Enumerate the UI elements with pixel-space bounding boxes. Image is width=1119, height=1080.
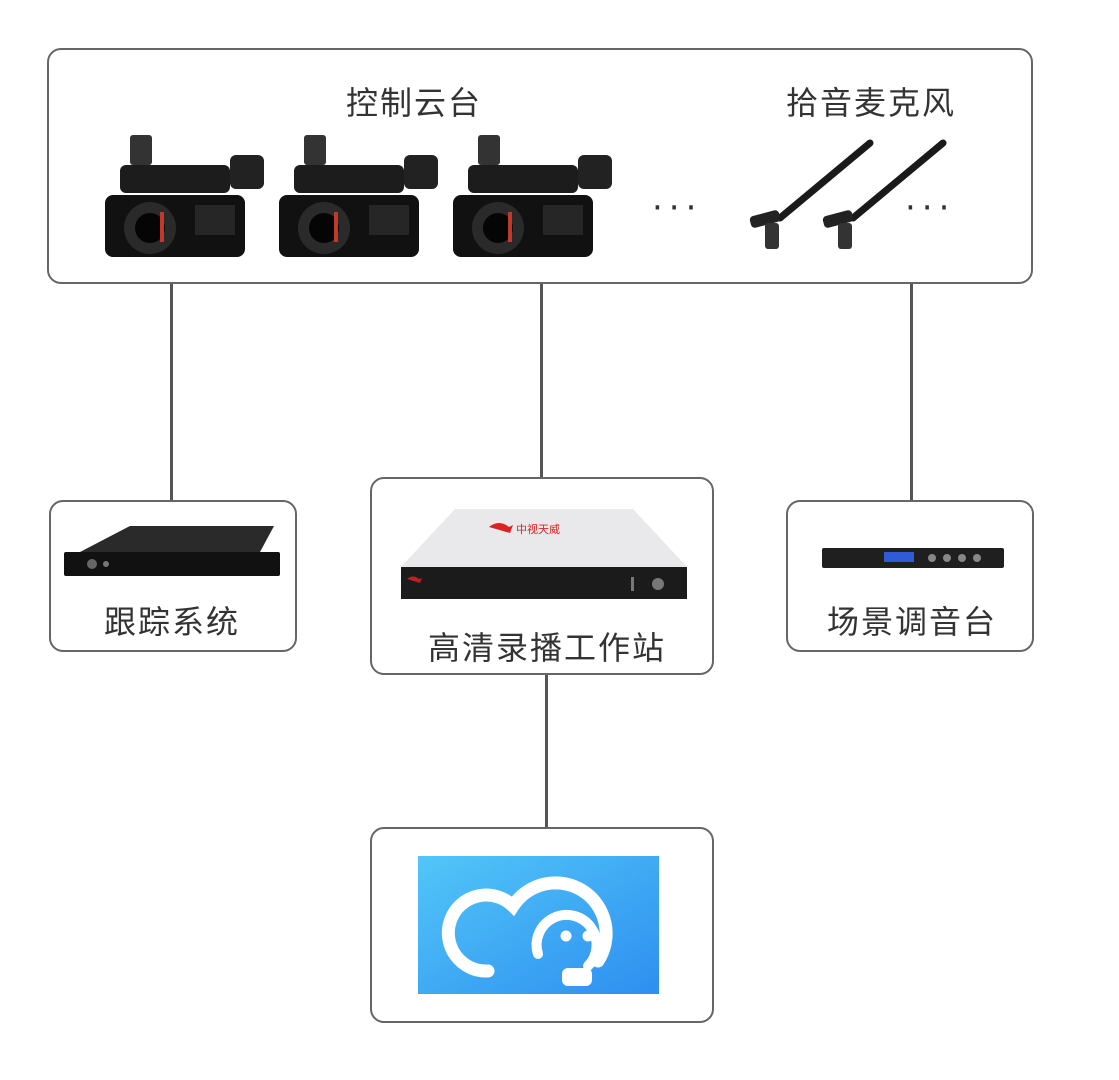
recorder-label: 高清录播工作站 <box>428 629 667 667</box>
camera-icon <box>279 135 438 257</box>
mixer-device-icon <box>822 548 1004 568</box>
line-mixer <box>910 284 913 500</box>
camera-group-label: 控制云台 <box>346 84 483 122</box>
recorder-device-icon: 中视天威 <box>401 509 687 599</box>
camera-ellipsis: ··· <box>652 188 703 228</box>
line-tracking <box>170 284 173 500</box>
mixer-label: 场景调音台 <box>827 603 998 641</box>
mic-ellipsis: ··· <box>905 188 956 228</box>
tracking-system-label: 跟踪系统 <box>104 603 241 641</box>
line-recorder <box>540 284 543 478</box>
microphone-icon <box>749 139 874 249</box>
camera-icon <box>453 135 612 257</box>
mic-group-label: 拾音麦克风 <box>786 84 957 122</box>
tracking-device-icon <box>64 526 280 576</box>
mixer-box <box>786 500 1034 652</box>
camera-icon <box>105 135 264 257</box>
cloud-face-icon <box>418 856 659 994</box>
line-cloud <box>545 674 548 828</box>
microphone-icon <box>822 139 947 249</box>
recorder-brand-text: 中视天威 <box>516 522 560 536</box>
